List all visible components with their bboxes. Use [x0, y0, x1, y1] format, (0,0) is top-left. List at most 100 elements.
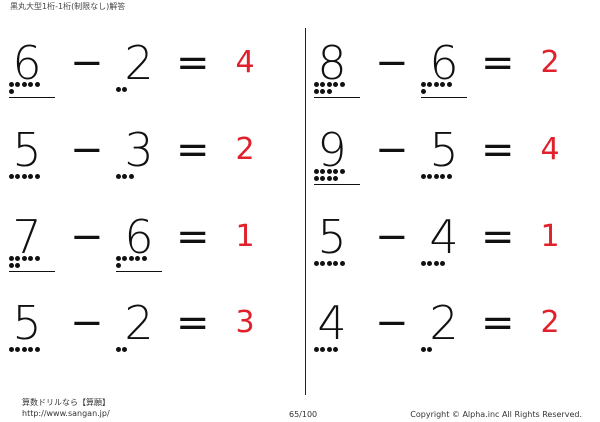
count-dot — [421, 347, 426, 352]
count-dot — [122, 347, 128, 352]
count-dot — [427, 82, 433, 87]
count-dot — [9, 347, 14, 352]
count-dot — [314, 89, 319, 94]
count-dot — [314, 169, 319, 174]
subtrahend: 2 — [124, 36, 154, 90]
minus-sign: − — [70, 127, 104, 173]
count-dot — [427, 261, 433, 266]
count-dot — [116, 263, 121, 268]
count-dot — [339, 169, 345, 174]
answer: 4 — [235, 45, 255, 80]
minus-sign: − — [70, 214, 104, 260]
left-problem-column: 6 − 2 = 4 5 − 3 = 2 7 − 6 = 1 5 − 2 = 3 — [0, 38, 300, 366]
count-dot — [135, 256, 141, 261]
count-dot — [9, 82, 14, 87]
count-dot — [21, 174, 27, 179]
count-dot — [333, 82, 339, 87]
minuend-dots — [314, 82, 362, 106]
count-dot — [34, 82, 40, 87]
count-dot — [421, 89, 426, 94]
minus-sign: − — [375, 214, 409, 260]
count-dot — [440, 261, 446, 266]
answer: 1 — [235, 219, 255, 254]
count-dot — [314, 261, 319, 266]
count-dot — [9, 174, 14, 179]
equals-sign: = — [481, 214, 515, 260]
subtrahend-dots — [116, 169, 164, 193]
count-dot — [15, 263, 21, 268]
count-dot — [28, 174, 34, 179]
count-dot — [9, 263, 14, 268]
count-dot — [333, 169, 339, 174]
problem: 4 − 2 = 2 — [305, 298, 600, 378]
count-dot — [128, 174, 134, 179]
minuend: 9 — [317, 123, 347, 177]
footer-url-link[interactable]: http://www.sangan.jp/ — [22, 409, 110, 418]
count-dot — [333, 347, 339, 352]
count-dot — [326, 261, 332, 266]
count-dot — [21, 256, 27, 261]
problem: 6 − 2 = 4 — [0, 38, 300, 118]
count-dot — [141, 256, 147, 261]
count-dot — [421, 174, 426, 179]
minuend: 5 — [317, 210, 347, 264]
count-dot — [326, 89, 332, 94]
count-dot — [421, 82, 426, 87]
count-dot — [116, 347, 121, 352]
answer: 2 — [540, 305, 560, 340]
count-dot — [15, 82, 21, 87]
count-dot — [320, 82, 326, 87]
count-dot — [116, 87, 121, 92]
equals-sign: = — [176, 300, 210, 346]
minuend-dots — [9, 256, 57, 280]
equals-sign: = — [481, 300, 515, 346]
equals-sign: = — [481, 127, 515, 173]
count-dot — [421, 261, 426, 266]
subtrahend-dots — [116, 82, 164, 106]
count-dot — [314, 347, 319, 352]
count-dot — [122, 87, 128, 92]
minus-sign: − — [70, 300, 104, 346]
equals-sign: = — [481, 40, 515, 86]
subtrahend-dots — [421, 169, 469, 193]
page-number: 65/100 — [289, 410, 318, 419]
minuend: 5 — [12, 296, 42, 350]
subtrahend: 3 — [124, 123, 154, 177]
problem: 9 − 5 = 4 — [305, 125, 600, 205]
equals-sign: = — [176, 127, 210, 173]
count-dot — [320, 176, 326, 181]
answer: 1 — [540, 219, 560, 254]
count-dot — [34, 347, 40, 352]
dot-group-underline — [421, 97, 467, 98]
footer-brand: 算数ドリルなら【算願】 — [22, 398, 110, 407]
count-dot — [326, 82, 332, 87]
answer: 4 — [540, 132, 560, 167]
subtrahend: 2 — [429, 296, 459, 350]
count-dot — [28, 347, 34, 352]
count-dot — [21, 347, 27, 352]
count-dot — [122, 174, 128, 179]
count-dot — [9, 256, 14, 261]
problem: 5 − 3 = 2 — [0, 125, 300, 205]
count-dot — [333, 261, 339, 266]
count-dot — [433, 261, 439, 266]
count-dot — [427, 174, 433, 179]
count-dot — [314, 176, 319, 181]
count-dot — [320, 261, 326, 266]
count-dot — [15, 256, 21, 261]
count-dot — [128, 256, 134, 261]
copyright-notice: Copyright © Alpha.inc All Rights Reserve… — [410, 410, 582, 419]
minuend: 5 — [12, 123, 42, 177]
problem: 8 − 6 = 2 — [305, 38, 600, 118]
count-dot — [116, 174, 121, 179]
minuend-dots — [9, 82, 57, 106]
count-dot — [116, 256, 121, 261]
count-dot — [122, 256, 128, 261]
right-problem-column: 8 − 6 = 2 9 − 5 = 4 5 − 4 = 1 4 − 2 = 2 — [305, 0, 600, 422]
subtrahend-dots — [116, 342, 164, 366]
subtrahend-dots — [421, 342, 469, 366]
count-dot — [320, 347, 326, 352]
minuend: 8 — [317, 36, 347, 90]
minuend: 7 — [12, 210, 42, 264]
minus-sign: − — [375, 40, 409, 86]
